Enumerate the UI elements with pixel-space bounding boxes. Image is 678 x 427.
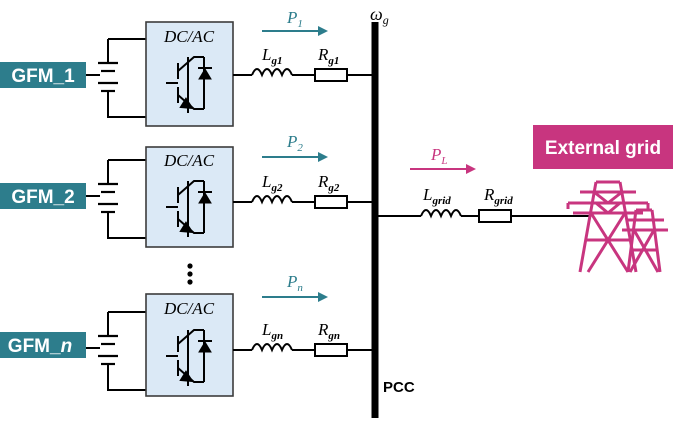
resistor-icon [314,343,348,357]
resistor-label-2: Rg2 [317,172,340,194]
inductor-icon [420,209,462,217]
grid-inductor-label: Lgrid [422,185,451,207]
resistor-label-1: Rg1 [317,45,339,67]
power-label-2: P2 [286,132,303,154]
gfm-tag-label-2: GFM_2 [11,187,74,208]
resistor-icon [314,68,348,82]
resistor-icon [314,195,348,209]
transmission-tower-icon [566,180,668,273]
resistor-label-n: Rgn [317,320,340,342]
dc-source-icon [96,310,148,392]
inductor-icon [251,68,293,76]
inductor-icon [251,343,293,351]
gfm-tag-2 [0,183,86,209]
external-grid-title: External grid [545,138,661,159]
gfm-tag-1 [0,62,86,88]
more-units-ellipsis [187,263,193,285]
gfm-unit-2: GFM_2 DC/AC Lg2 Rg2 P2 [0,132,375,248]
converter-title-2: DC/AC [163,151,215,170]
inductor-label-n: Lgn [261,320,283,342]
grid-resistor-label: Rgrid [483,185,513,207]
external-grid-title-box [533,125,673,169]
converter-title-n: DC/AC [163,299,215,318]
inductor-label-2: Lg2 [261,172,283,194]
inductor-label-1: Lg1 [261,45,282,67]
load-power-label: PL [430,145,448,167]
converter-title-1: DC/AC [163,27,215,46]
power-label-1: P1 [286,8,303,30]
resistor-icon [478,209,512,223]
pcc-label: PCC [383,379,415,396]
gfm-tag-n [0,332,86,358]
gfm-tag-label-1: GFM_1 [11,66,75,87]
dc-source-icon [96,37,148,119]
dc-source-icon [96,158,148,240]
inductor-icon [251,195,293,203]
bus-frequency-label: ωg [370,4,389,27]
gfm-unit-1: GFM_1 DC/AC Lg1 Rg1 P1 [0,8,375,127]
power-label-n: Pn [286,272,303,294]
grid-branch: Lgrid Rgrid PL [375,145,590,223]
gfm-unit-n: GFM_n DC/AC Lgn Rgn Pn [0,272,375,397]
gfm-tag-label-n: GFM_n [8,336,72,357]
